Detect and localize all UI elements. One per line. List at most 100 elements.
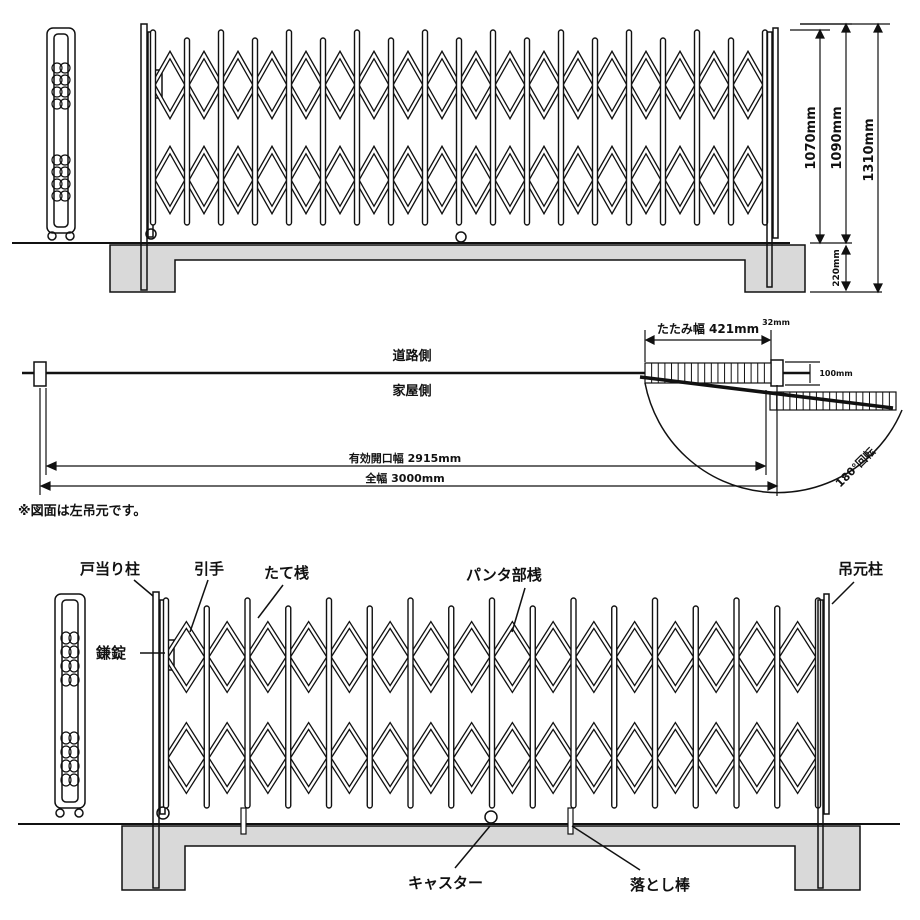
pantograph-link xyxy=(354,144,394,216)
pantograph-link-inner xyxy=(287,52,325,118)
house-side-label: 家屋側 xyxy=(392,383,431,399)
pantograph-link-inner xyxy=(205,622,249,692)
pantograph-link xyxy=(218,144,258,216)
pantograph-link-inner xyxy=(775,622,820,692)
pantograph-link-inner xyxy=(491,147,529,213)
side-chain-link xyxy=(60,745,72,759)
folded-gate xyxy=(639,362,897,411)
pantograph-link-inner xyxy=(287,147,325,213)
folded-width-label: たたみ幅 421mm xyxy=(657,321,759,336)
pantograph-link-inner xyxy=(661,147,699,213)
pantograph-link-inner xyxy=(490,622,535,692)
pantograph-link-inner xyxy=(321,147,359,213)
pantograph-link-inner xyxy=(205,723,249,793)
pantograph-link xyxy=(456,49,496,121)
pantograph-link xyxy=(407,721,455,795)
pantograph-link-inner xyxy=(627,147,665,213)
pantograph-link-inner xyxy=(559,52,597,118)
pantograph-link-inner xyxy=(409,723,453,793)
pantograph-link xyxy=(163,721,210,795)
pantograph-link-inner xyxy=(409,622,453,692)
door-post-label: 戸当り柱 xyxy=(80,560,140,578)
pantograph-link-inner xyxy=(694,723,738,793)
vertical-bar xyxy=(570,597,577,809)
side-chain-link xyxy=(59,178,71,190)
side-chain-link xyxy=(68,659,80,673)
pantograph-link-inner xyxy=(253,147,291,213)
side-chain-link xyxy=(68,773,80,787)
height-dimensions xyxy=(790,22,890,294)
side-chain-link xyxy=(51,62,63,74)
pantograph-link xyxy=(422,49,462,121)
side-chain-link xyxy=(60,731,72,745)
pantograph-link-inner xyxy=(735,723,779,793)
pantograph-link xyxy=(326,620,373,694)
rotation-label: 180°回転 xyxy=(832,444,878,490)
handle-label: 引手 xyxy=(194,560,224,578)
side-chain-link xyxy=(51,190,63,202)
pantograph-link-inner xyxy=(286,622,331,692)
side-chain-link xyxy=(51,178,63,190)
vertical-bar xyxy=(488,597,496,809)
pantograph-link xyxy=(490,49,530,121)
vertical-bar xyxy=(407,597,414,809)
pantograph-link xyxy=(733,721,781,795)
side-chain-link xyxy=(51,154,63,166)
pantograph-link xyxy=(252,49,292,121)
pantograph-link xyxy=(652,620,699,694)
caster-label: キャスター xyxy=(408,874,483,892)
foundation-top xyxy=(109,244,806,293)
pantograph-link-inner xyxy=(695,52,733,118)
side-chain-link xyxy=(68,645,80,659)
pantograph-link-inner xyxy=(627,52,665,118)
side-chain-link xyxy=(59,190,71,202)
vertical-bar xyxy=(727,37,735,226)
pantograph-link xyxy=(184,144,224,216)
pantograph-link-inner xyxy=(457,52,495,118)
pantograph-link-inner xyxy=(525,147,563,213)
pantograph-link xyxy=(652,721,699,795)
pantograph-link-inner xyxy=(695,147,733,213)
vertical-bar xyxy=(162,597,170,809)
vertical-bar xyxy=(366,605,373,809)
side-chain-link xyxy=(60,759,72,773)
pantograph-link-inner xyxy=(219,52,257,118)
pantograph-link xyxy=(354,49,394,121)
pantograph-link-inner xyxy=(368,723,412,793)
vertical-bar xyxy=(693,29,701,226)
pantograph-link xyxy=(422,144,462,216)
pantograph-link xyxy=(774,620,821,694)
vertical-bar xyxy=(448,605,455,809)
side-chain-link xyxy=(51,74,63,86)
pantograph-link-inner xyxy=(389,147,427,213)
pantograph-link-inner xyxy=(457,147,495,213)
side-chain-link xyxy=(60,659,72,673)
rotation-arc xyxy=(644,382,903,494)
pantograph-top xyxy=(149,29,769,226)
pantograph-link-inner xyxy=(593,147,631,213)
pantograph-link xyxy=(692,721,740,795)
pantograph-link xyxy=(660,144,700,216)
pantograph-link xyxy=(150,144,190,216)
pantograph-link xyxy=(558,144,598,216)
hinge-post-label: 吊元柱 xyxy=(838,560,883,578)
pantograph-link xyxy=(448,721,495,795)
dim-220: 220mm xyxy=(832,249,842,287)
pantograph-link xyxy=(558,49,598,121)
side-chain-link xyxy=(59,98,71,110)
pantograph-link-inner xyxy=(653,622,698,692)
vertical-bar xyxy=(611,605,618,809)
pantograph-link-inner xyxy=(321,52,359,118)
side-chain-link xyxy=(59,166,71,178)
gate-side-view-bottom xyxy=(54,593,86,818)
pantograph-bottom xyxy=(162,597,822,809)
vertical-bar xyxy=(421,29,429,226)
pantograph-link xyxy=(626,49,666,121)
pantograph-link-inner xyxy=(253,52,291,118)
side-chain-link xyxy=(60,773,72,787)
vertical-bar xyxy=(217,29,225,226)
pantograph-link xyxy=(285,721,332,795)
lock-label: 鎌錠 xyxy=(95,644,126,662)
pantograph-link-inner xyxy=(490,723,535,793)
